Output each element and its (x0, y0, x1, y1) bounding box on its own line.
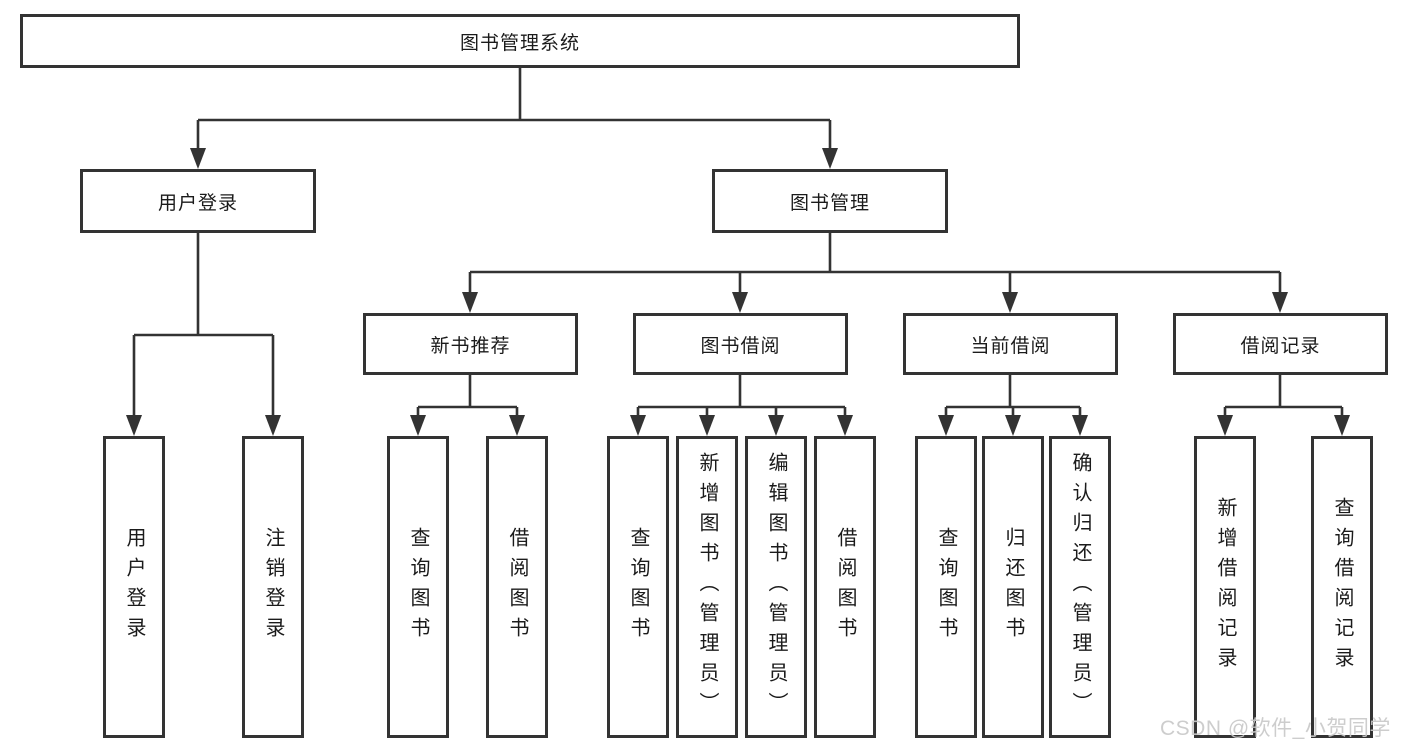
node-leaf-nb-borrow: 借阅图书 (486, 436, 548, 738)
arrowhead-icon (1334, 415, 1350, 436)
node-label-leaf-nb-query: 查询图书 (407, 527, 429, 647)
arrowhead-icon (699, 415, 715, 436)
node-current-borrow: 当前借阅 (903, 313, 1118, 375)
node-label-leaf-user-login: 用户登录 (123, 527, 145, 647)
edge-line (944, 375, 1082, 420)
node-new-book: 新书推荐 (363, 313, 578, 375)
node-label-leaf-logout: 注销登录 (262, 527, 284, 647)
arrowhead-icon (822, 148, 838, 169)
arrowhead-icon (732, 292, 748, 313)
node-root: 图书管理系统 (20, 14, 1020, 68)
arrowhead-icon (410, 415, 426, 436)
node-label-leaf-cur-confirm: 确认归还（管理员） (1069, 452, 1091, 722)
arrowhead-icon (462, 292, 478, 313)
arrowhead-icon (265, 415, 281, 436)
arrowhead-icon (837, 415, 853, 436)
node-leaf-user-login: 用户登录 (103, 436, 165, 738)
arrowhead-icon (126, 415, 142, 436)
arrowhead-icon (509, 415, 525, 436)
node-book-borrow: 图书借阅 (633, 313, 848, 375)
node-label-root: 图书管理系统 (459, 32, 580, 54)
edge-line (636, 375, 847, 420)
arrowhead-icon (938, 415, 954, 436)
arrowhead-icon (1272, 292, 1288, 313)
node-leaf-logout: 注销登录 (242, 436, 304, 738)
node-leaf-cur-query: 查询图书 (915, 436, 977, 738)
node-label-new-book: 新书推荐 (430, 335, 511, 357)
arrowhead-icon (1002, 292, 1018, 313)
node-leaf-cur-confirm: 确认归还（管理员） (1049, 436, 1111, 738)
node-user-login: 用户登录 (80, 169, 316, 233)
node-label-book-mgmt: 图书管理 (789, 192, 870, 214)
node-leaf-rec-query: 查询借阅记录 (1311, 436, 1373, 738)
node-label-current-borrow: 当前借阅 (970, 335, 1051, 357)
edge-line (468, 233, 1282, 297)
node-label-leaf-rec-query: 查询借阅记录 (1331, 497, 1353, 677)
node-label-user-login: 用户登录 (157, 192, 238, 214)
node-label-leaf-rec-add: 新增借阅记录 (1214, 497, 1236, 677)
arrowhead-icon (1005, 415, 1021, 436)
csdn-watermark: CSDN @软件_小贺同学 (1160, 717, 1391, 740)
node-label-leaf-cur-query: 查询图书 (935, 527, 957, 647)
arrowhead-icon (1072, 415, 1088, 436)
node-label-leaf-bw-borrow: 借阅图书 (834, 527, 856, 647)
edge-line (132, 233, 275, 420)
node-leaf-bw-borrow: 借阅图书 (814, 436, 876, 738)
node-leaf-cur-return: 归还图书 (982, 436, 1044, 738)
node-label-borrow-records: 借阅记录 (1240, 335, 1321, 357)
node-label-leaf-nb-borrow: 借阅图书 (506, 527, 528, 647)
arrowhead-icon (768, 415, 784, 436)
node-label-leaf-bw-edit: 编辑图书（管理员） (765, 452, 787, 722)
edge-line (1223, 375, 1344, 420)
node-leaf-bw-edit: 编辑图书（管理员） (745, 436, 807, 738)
node-label-leaf-cur-return: 归还图书 (1002, 527, 1024, 647)
arrowhead-icon (1217, 415, 1233, 436)
arrowhead-icon (190, 148, 206, 169)
arrowhead-icon (630, 415, 646, 436)
edge-line (416, 375, 519, 420)
node-label-leaf-bw-add: 新增图书（管理员） (696, 452, 718, 722)
node-leaf-rec-add: 新增借阅记录 (1194, 436, 1256, 738)
node-label-leaf-bw-query: 查询图书 (627, 527, 649, 647)
node-leaf-bw-add: 新增图书（管理员） (676, 436, 738, 738)
node-leaf-bw-query: 查询图书 (607, 436, 669, 738)
edge-line (196, 68, 832, 153)
node-label-book-borrow: 图书借阅 (700, 335, 781, 357)
node-book-mgmt: 图书管理 (712, 169, 948, 233)
node-leaf-nb-query: 查询图书 (387, 436, 449, 738)
node-borrow-records: 借阅记录 (1173, 313, 1388, 375)
